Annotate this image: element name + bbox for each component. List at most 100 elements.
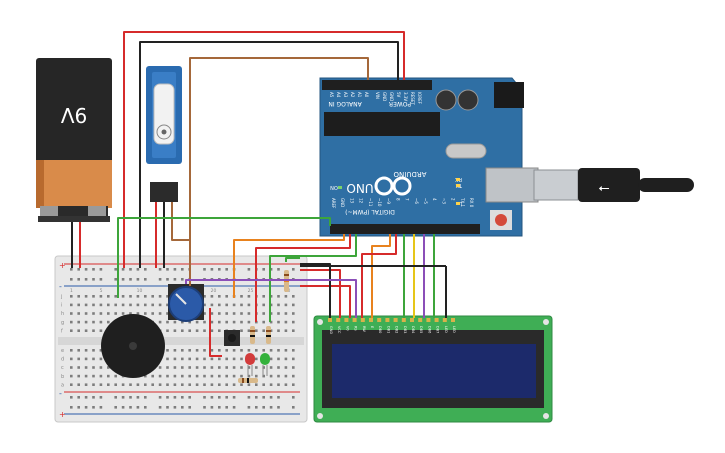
hole	[292, 406, 295, 409]
lcd-pin[interactable]	[377, 318, 382, 322]
lcd-hole-4	[543, 413, 549, 419]
resistors[interactable]	[238, 270, 289, 383]
hole	[173, 357, 177, 361]
lcd-pin[interactable]	[418, 318, 423, 322]
lcd-pin[interactable]	[401, 318, 406, 322]
wire-lcd-vcc[interactable]	[300, 269, 341, 318]
hole	[225, 349, 228, 352]
wires	[71, 31, 447, 357]
wire-lcd-rs[interactable]	[371, 234, 391, 318]
hole	[166, 303, 169, 307]
lcd-pin-label: DB0	[378, 326, 382, 333]
hole	[166, 349, 169, 352]
lcd-pin[interactable]	[410, 318, 414, 322]
piezo-buzzer[interactable]	[101, 314, 165, 378]
lcd-pin[interactable]	[434, 318, 439, 322]
potentiometer[interactable]	[168, 284, 204, 322]
hole	[210, 303, 214, 307]
wire-servo-signal[interactable]	[189, 57, 369, 286]
hole	[158, 396, 162, 399]
hole	[203, 374, 206, 378]
hole	[262, 406, 265, 409]
hole	[107, 303, 110, 307]
wire-lcd-v0[interactable]	[185, 279, 357, 318]
lcd-pin[interactable]	[451, 318, 455, 322]
wire-red-led[interactable]	[255, 234, 351, 322]
battery-9v[interactable]: 9V	[36, 58, 112, 222]
lcd-pin[interactable]	[369, 318, 373, 322]
wire-lcd-gnd[interactable]	[300, 263, 331, 318]
column-number: 20	[211, 288, 217, 294]
hole	[269, 396, 273, 399]
reset-button[interactable]	[495, 214, 507, 226]
lcd-pin-label: DB3	[403, 326, 407, 333]
hole	[232, 406, 236, 409]
hole	[292, 374, 295, 378]
hole	[181, 374, 184, 378]
pin-label: ~5	[423, 198, 428, 204]
hole	[225, 320, 228, 324]
hole	[262, 268, 265, 271]
push-button[interactable]	[224, 330, 240, 346]
wire-lcd-led[interactable]	[300, 285, 351, 318]
usb-cord	[638, 178, 694, 192]
wire-green-small[interactable]	[285, 257, 300, 262]
lcd-pin[interactable]	[385, 318, 390, 322]
hole	[218, 268, 221, 271]
hole	[181, 366, 184, 369]
hole	[99, 366, 103, 369]
hole	[255, 366, 258, 369]
servo-motor[interactable]	[146, 66, 182, 202]
lcd-pin[interactable]	[393, 318, 398, 322]
hole	[188, 357, 191, 361]
usb-cable[interactable]: ⭠	[533, 168, 694, 202]
hole	[129, 396, 132, 399]
hole	[277, 312, 280, 315]
logo-ring-left	[374, 176, 394, 196]
hole	[121, 312, 125, 315]
hole	[99, 374, 103, 378]
wire-orange-button[interactable]	[233, 234, 345, 298]
lcd-pin[interactable]	[336, 318, 341, 322]
lcd-pin[interactable]	[426, 318, 431, 322]
hole	[92, 268, 95, 271]
hole	[269, 320, 273, 324]
hole	[166, 278, 169, 281]
wire-lcd-e[interactable]	[361, 234, 397, 318]
lcd-pin[interactable]	[328, 318, 332, 322]
arduino-uno[interactable]: UNO ARDUINO DIGITAL (PWM~) ANALOG IN POW…	[319, 77, 539, 237]
hole	[225, 374, 228, 378]
hole	[277, 295, 280, 298]
hole	[284, 320, 288, 324]
lcd-pin[interactable]	[344, 318, 349, 322]
button-cap[interactable]	[228, 334, 236, 342]
hole	[77, 349, 80, 352]
green-led[interactable]	[260, 353, 270, 376]
hole	[121, 303, 125, 307]
hole	[247, 312, 251, 315]
wire-green-led[interactable]	[269, 234, 357, 322]
wire-red-pot[interactable]	[209, 308, 222, 357]
lcd-pin[interactable]	[352, 318, 357, 322]
pin-label: ~6	[414, 198, 419, 204]
hole	[158, 312, 162, 315]
hole	[92, 366, 95, 369]
wire-5v[interactable]	[123, 31, 405, 268]
hole	[173, 383, 177, 386]
wire-green-pin[interactable]	[117, 217, 331, 298]
wire-servo-lead[interactable]	[171, 202, 190, 241]
hole	[240, 303, 243, 307]
hole	[218, 295, 221, 298]
pin-label: GND	[340, 198, 345, 207]
hole	[158, 303, 162, 307]
hole	[158, 366, 162, 369]
hole	[284, 357, 288, 361]
pin-label: 13	[349, 198, 354, 204]
lcd-pin[interactable]	[442, 318, 447, 322]
wire-gnd[interactable]	[139, 41, 399, 268]
lcd-pin[interactable]	[360, 318, 365, 322]
hole	[158, 278, 162, 281]
red-led[interactable]	[245, 353, 255, 376]
